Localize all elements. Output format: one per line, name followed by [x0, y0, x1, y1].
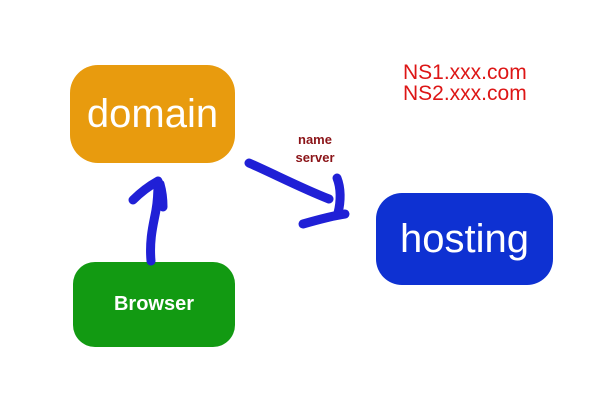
- browser-to-domain-arrowhead-right: [155, 179, 168, 212]
- domain-node-label: domain: [86, 91, 219, 136]
- domain-to-hosting-arrowhead-top: [332, 173, 345, 218]
- domain-to-hosting-arrow-shaft: [244, 158, 334, 204]
- browser-node: Browser: [73, 262, 235, 347]
- hosting-node-label: hosting: [400, 216, 529, 261]
- browser-to-domain-arrowhead-left: [128, 176, 163, 205]
- hosting-node: hosting: [376, 193, 553, 285]
- nameserver-line-1: NS1.xxx.com: [403, 61, 527, 84]
- nameserver-line-2: NS2.xxx.com: [403, 82, 527, 105]
- edge-label-line-1: name: [298, 132, 332, 147]
- domain-node: domain: [70, 65, 235, 163]
- edge-label-line-2: server: [295, 150, 335, 165]
- nameserver-annotation: NS1.xxx.com NS2.xxx.com: [403, 62, 527, 104]
- browser-to-domain-arrow: [128, 176, 168, 266]
- browser-to-domain-arrow-shaft: [146, 177, 163, 266]
- domain-to-hosting-arrow: [244, 158, 350, 229]
- browser-node-label: Browser: [113, 293, 195, 315]
- domain-to-hosting-arrowhead-bottom: [298, 209, 350, 229]
- name-server-edge-label: name server: [288, 131, 342, 167]
